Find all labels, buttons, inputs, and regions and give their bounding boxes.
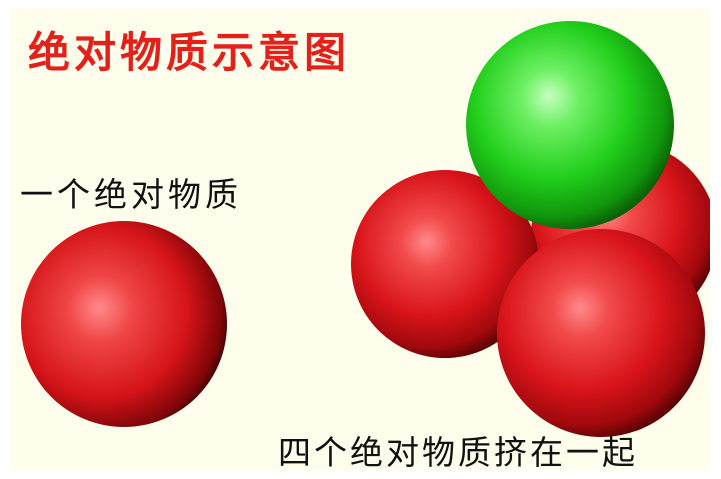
diagram-canvas: 绝对物质示意图 一个绝对物质 四个绝对物质挤在一起 (10, 8, 710, 470)
cluster-sphere-front (497, 229, 705, 437)
cluster-sphere-left (351, 170, 539, 358)
diagram-title: 绝对物质示意图 (28, 28, 351, 77)
cluster-sphere-green (466, 21, 674, 229)
single-sphere (21, 221, 227, 427)
cluster-label: 四个绝对物质挤在一起 (278, 433, 638, 470)
spheres-layer (21, 21, 710, 437)
single-sphere-label: 一个绝对物质 (20, 175, 242, 214)
